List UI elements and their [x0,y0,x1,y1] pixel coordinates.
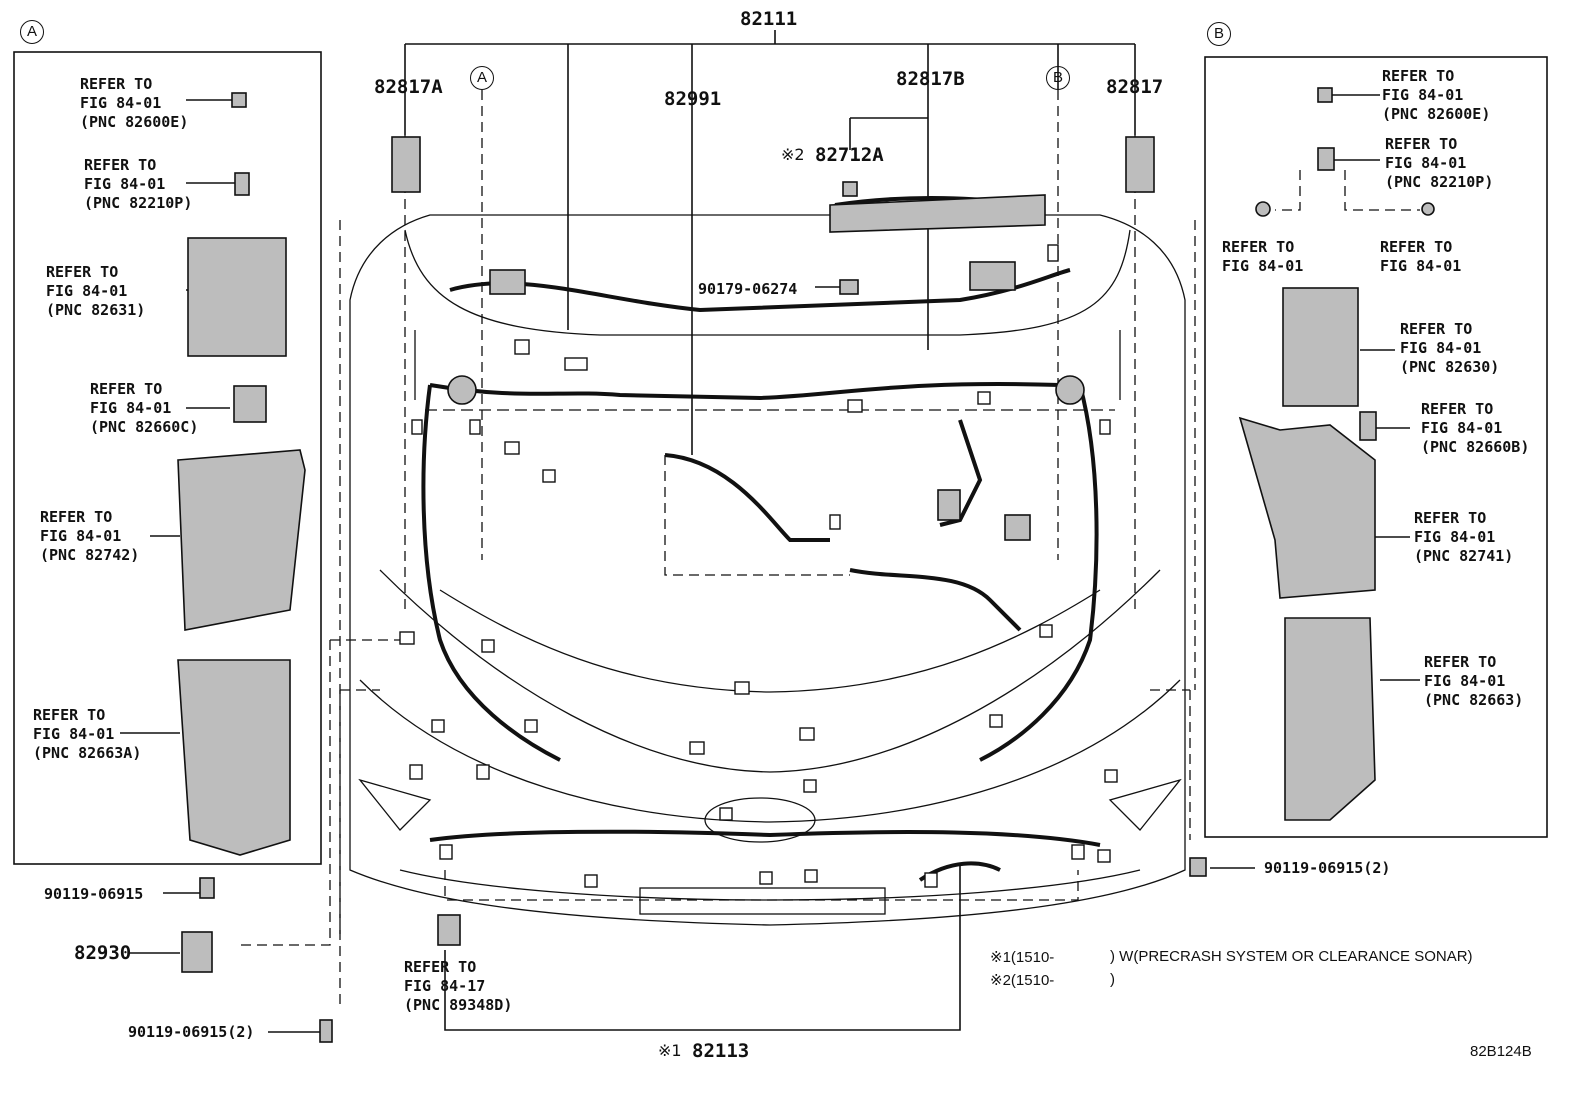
footnote-2: ※2(1510- [990,971,1054,989]
bolt-icon-b2 [1421,202,1435,216]
inset-a-marker: A [20,20,44,44]
footnote-2-date: (1510- [1010,972,1055,989]
connector-82817a [391,136,421,193]
connector-82210p-a [234,172,250,196]
callout-bolt-left-bottom: 90119-06915(2) [128,1023,255,1041]
route-b-marker: B [1046,66,1070,90]
callout-82111: 82111 [740,8,798,30]
callout-82817b: 82817B [896,68,965,90]
callout-82712a: 82712A [815,144,884,166]
connector-82210p-b [1317,147,1335,171]
diagram-id: 82B124B [1470,1043,1532,1060]
footnote-1: ※1(1510- [990,948,1054,966]
callout-82930: 82930 [74,942,132,964]
callout-bolt-left: 90119-06915 [44,885,144,903]
fuse-block-82630 [1282,287,1359,407]
callout-90179-06274: 90179-06274 [698,280,798,298]
hood-line [404,229,1131,336]
footnote-1-mark: ※1 [990,949,1011,966]
connector-82817 [1125,136,1155,193]
footnote-2-mark: ※2 [990,972,1011,989]
route-a-marker: A [470,66,494,90]
top-bracket-lines [404,30,1136,455]
connector-89348d [437,914,461,946]
connector-82600e-b [1317,87,1333,103]
fuse-block-82631 [187,237,287,357]
callout-82113-mark: ※1 [658,1041,682,1060]
bracket-82817b [829,194,1046,233]
car-outline [349,214,1186,926]
sensor-82930-icon [181,931,213,973]
connector-82600e-a [231,92,247,108]
inset-a-frame [13,51,322,865]
callout-82113: 82113 [692,1040,750,1062]
callout-82712a-mark: ※2 [781,145,805,164]
clamp-90179 [839,279,859,295]
callout-82991: 82991 [664,88,722,110]
bumper-lower [359,679,1181,823]
footnote-1-date: (1510- [1010,949,1055,966]
callout-82817: 82817 [1106,76,1164,98]
bumper-upper [439,589,1101,693]
bolt-icon-b1 [1255,201,1271,217]
footnote-1-text: ) W(PRECRASH SYSTEM OR CLEARANCE SONAR) [1110,948,1473,965]
relay-82660c [233,385,267,423]
footnote-2-text: ) [1110,971,1115,988]
relay-box-82742 [177,449,306,631]
clip-82712a [842,181,858,197]
bolt-icon-c [1189,857,1207,877]
callout-82817a: 82817A [374,76,443,98]
inset-b-frame [1204,56,1548,838]
cover-82663a [177,659,291,856]
relay-box-82741 [1238,416,1376,599]
relay-82660b [1359,411,1377,441]
cover-82663 [1284,617,1376,821]
bolt-icon-b [319,1019,333,1043]
inset-b-marker: B [1207,22,1231,46]
callout-bolt-right: 90119-06915(2) [1264,859,1391,877]
bolt-icon-a [199,877,215,899]
